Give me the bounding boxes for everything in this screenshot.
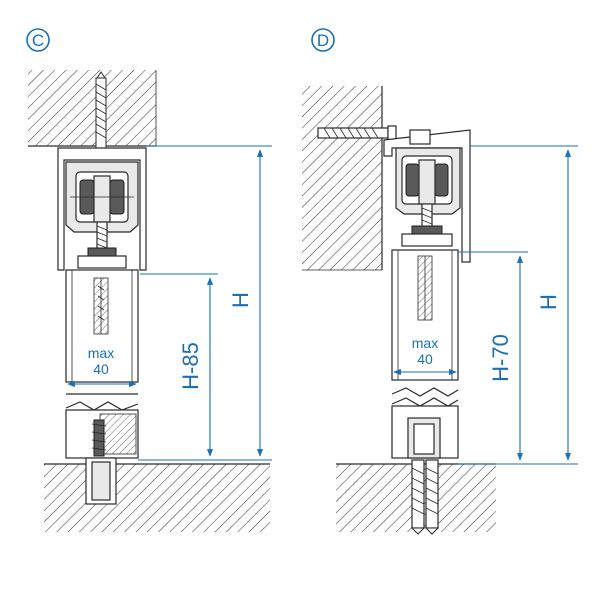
view-c-dim-total: H (138, 145, 272, 461)
view-c-max-label: max (88, 345, 114, 361)
view-d-wall-screw (317, 125, 397, 141)
view-c-ceiling (28, 70, 157, 147)
view-d-break-line (391, 387, 459, 397)
view-c-ceiling-screw (95, 71, 107, 149)
view-c-floor (44, 463, 270, 532)
view-c-door-bottom (65, 409, 139, 459)
view-d-dim-partial: H-70 (458, 251, 528, 461)
view-d-roller-carriage (401, 155, 453, 205)
view-d-floor-anchors (410, 459, 440, 535)
view-d-wall (302, 86, 383, 271)
view-c-floor-guide (85, 457, 117, 505)
view-d-max-label: max (412, 335, 438, 351)
view-d-max-value: 40 (417, 351, 433, 367)
view-d-dim-total-label: H (536, 294, 561, 310)
view-c-roller-carriage (70, 171, 134, 223)
view-c: C (26, 28, 272, 532)
view-d: D (302, 28, 578, 535)
view-c-max-value: 40 (93, 361, 109, 377)
view-c-marker: C (26, 28, 50, 52)
view-c-dim-partial: H-85 (140, 273, 218, 457)
view-c-door-thickness: max 40 (67, 343, 137, 388)
view-d-marker: D (311, 28, 335, 52)
view-c-marker-label: C (32, 31, 44, 50)
view-d-suspension-bolt (401, 203, 453, 247)
view-d-door-bottom (391, 405, 459, 459)
view-d-marker-label: D (317, 31, 329, 50)
view-d-dim-partial-label: H-70 (488, 334, 513, 382)
view-c-dim-total-label: H (228, 292, 253, 308)
view-d-door-thickness: max 40 (393, 333, 457, 376)
view-c-break-line (65, 401, 139, 411)
view-c-suspension-bolt (77, 221, 127, 269)
view-d-dim-total: H (458, 145, 578, 465)
view-c-dim-partial-label: H-85 (178, 342, 203, 390)
